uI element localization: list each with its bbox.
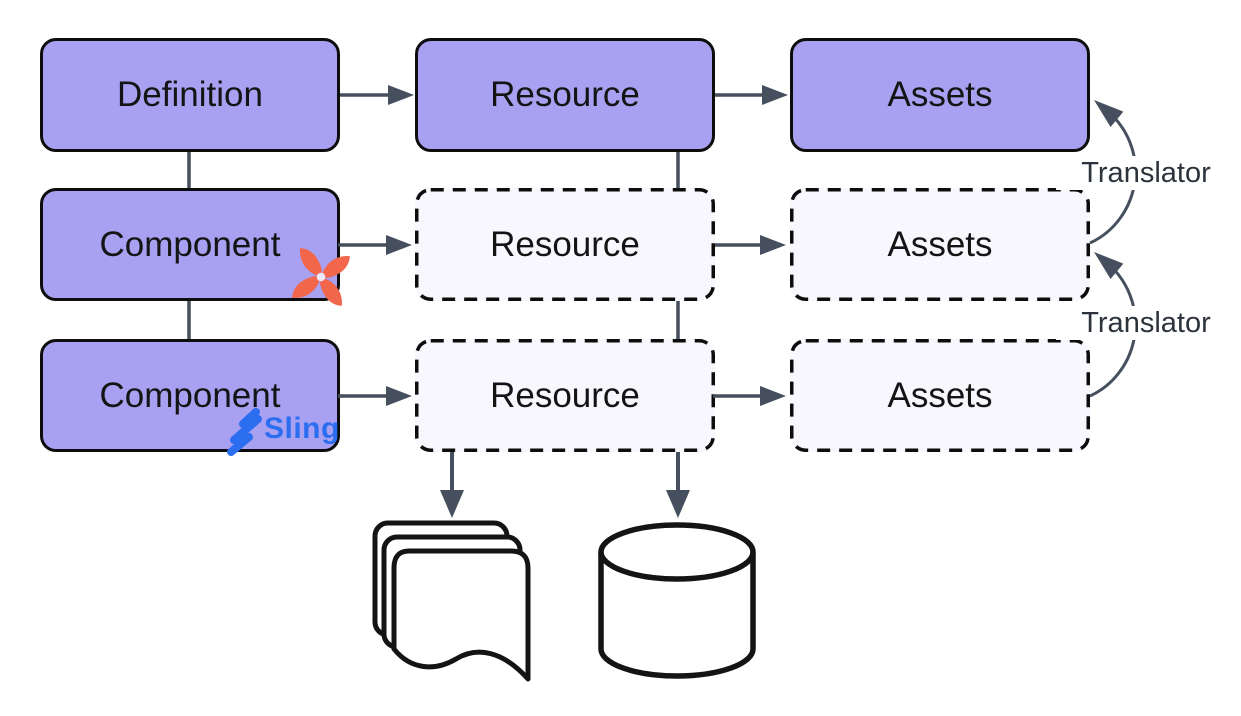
- conn-definition-resource: [340, 85, 414, 105]
- node-label: Resource: [490, 224, 640, 264]
- conn-component-resource-mid: [338, 235, 412, 255]
- node-resource-mid: Resource: [415, 188, 715, 301]
- database-icon: [598, 522, 756, 679]
- arrow-resource-database: [666, 452, 690, 518]
- node-label: Assets: [887, 224, 993, 264]
- document-stack-icon: [372, 520, 531, 682]
- translator-label-top: Translator: [1056, 156, 1236, 190]
- arrow-resource-documents: [440, 452, 464, 518]
- node-assets-mid: Assets: [790, 188, 1090, 301]
- node-label: Component: [99, 375, 281, 415]
- conn-resource-assets-top: [715, 85, 788, 105]
- node-definition: Definition: [40, 38, 340, 152]
- conn-resource-assets-mid: [715, 235, 786, 255]
- conn-component-resource-bottom: [338, 386, 412, 406]
- sling-logo-text: Sling: [264, 412, 340, 445]
- node-label: Definition: [117, 75, 263, 114]
- node-resource-top: Resource: [415, 38, 715, 152]
- translator-label-bottom: Translator: [1056, 306, 1236, 340]
- node-label: Assets: [887, 375, 993, 415]
- node-component-mid: Component: [40, 188, 340, 301]
- node-label: Resource: [490, 375, 640, 415]
- node-label: Resource: [490, 75, 640, 114]
- node-assets-bottom: Assets: [790, 339, 1090, 452]
- conn-resource-assets-bottom: [713, 386, 786, 406]
- node-component-bottom: Component: [40, 339, 340, 452]
- node-assets-top: Assets: [790, 38, 1090, 152]
- node-resource-bottom: Resource: [415, 339, 715, 452]
- node-label: Assets: [887, 75, 993, 114]
- node-label: Component: [99, 224, 281, 264]
